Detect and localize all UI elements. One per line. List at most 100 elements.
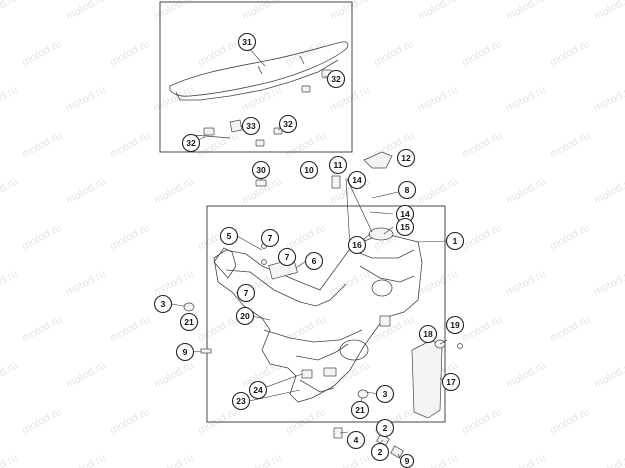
watermark-text: motod.ru [460,314,504,345]
watermark-text: motod.ru [108,222,152,253]
watermark-text: motod.ru [152,268,196,299]
watermark-text: motod.ru [64,268,108,299]
watermark-text: motod.ru [108,406,152,437]
svg-text:2: 2 [383,423,388,433]
watermark-text: motod.ru [152,452,196,468]
callout-31: 31 [237,32,257,52]
callout-10: 10 [299,160,319,180]
watermark-text: motod.ru [504,360,548,391]
watermark-text: motod.ru [328,0,372,23]
watermark-text: motod.ru [284,314,328,345]
callout-21-lower: 21 [350,400,370,420]
frame-drawing [213,235,423,403]
watermark-text: motod.ru [20,314,64,345]
callout-5: 5 [219,226,239,246]
watermark-text: motod.ru [328,452,372,468]
callout-32-left: 32 [181,133,201,153]
callout-1: 1 [445,231,465,251]
callout-4: 4 [346,430,366,450]
watermark-text: motod.ru [20,38,64,69]
watermark-text: motod.ru [108,38,152,69]
watermark-text: motod.ru [64,360,108,391]
watermark-text: motod.ru [196,38,240,69]
watermark-text: motod.ru [0,268,20,299]
frame-inset-box [206,205,446,423]
watermark-text: motod.ru [152,360,196,391]
callout-9-bottom: 9 [399,453,415,468]
callout-23: 23 [231,391,251,411]
svg-text:21: 21 [184,317,194,327]
svg-text:32: 32 [186,138,196,148]
svg-text:16: 16 [352,240,362,250]
callout-32-right: 32 [278,114,298,134]
watermark-text: motod.ru [416,0,460,23]
watermark-text: motod.ru [460,38,504,69]
watermark-text: motod.ru [64,0,108,23]
watermark-text: motod.ru [152,0,196,23]
svg-text:32: 32 [283,119,293,129]
watermark-text: motod.ru [416,268,460,299]
watermark-text: motod.ru [416,176,460,207]
watermark-text: motod.ru [108,130,152,161]
watermark-text: motod.ru [328,268,372,299]
watermark-text: motod.ru [20,130,64,161]
callout-21-left: 21 [179,312,199,332]
watermark-text: motod.ru [460,130,504,161]
watermark-text: motod.ru [284,130,328,161]
watermark-text: motod.ru [0,176,20,207]
callout-3-left: 3 [153,294,173,314]
watermark-text: motod.ru [64,84,108,115]
callout-2-bottom: 2 [370,442,390,462]
watermark-text: motod.ru [20,406,64,437]
watermark-text: motod.ru [548,38,592,69]
svg-text:14: 14 [400,209,410,219]
watermark-text: motod.ru [196,314,240,345]
callout-18: 18 [418,324,438,344]
watermark-text: motod.ru [152,84,196,115]
svg-text:20: 20 [240,311,250,321]
callout-30: 30 [251,160,271,180]
watermark-text: motod.ru [548,130,592,161]
seat-inset-frame [159,1,353,153]
svg-text:33: 33 [246,121,256,131]
watermark-text: motod.ru [548,406,592,437]
callout-2-right: 2 [375,418,395,438]
svg-text:14: 14 [352,175,362,185]
watermark-text: motod.ru [196,130,240,161]
svg-text:6: 6 [312,256,317,266]
watermark-text: motod.ru [504,84,548,115]
svg-text:3: 3 [161,299,166,309]
callout-19: 19 [445,315,465,335]
callout-16: 16 [347,235,367,255]
watermark-text: motod.ru [0,360,20,391]
watermark-text: motod.ru [0,452,20,468]
svg-text:12: 12 [401,153,411,163]
watermark-text: motod.ru [240,84,284,115]
watermark-text: motod.ru [240,452,284,468]
watermark-text: motod.ru [504,0,548,23]
leader-lines [170,45,448,459]
callout-15: 15 [395,217,415,237]
callout-9-left: 9 [175,342,195,362]
watermark-text: motod.ru [240,0,284,23]
callout-24: 24 [248,380,268,400]
watermark-text: motod.ru [372,38,416,69]
watermark-text: motod.ru [108,314,152,345]
callout-11: 11 [328,155,348,175]
svg-text:7: 7 [244,288,249,298]
watermark-text: motod.ru [592,360,625,391]
svg-text:5: 5 [227,231,232,241]
svg-text:7: 7 [285,252,290,262]
watermark-text: motod.ru [20,222,64,253]
watermark-text: motod.ru [592,268,625,299]
svg-text:15: 15 [400,222,410,232]
callout-7-top: 7 [260,228,280,248]
watermark-text: motod.ru [284,222,328,253]
callout-33: 33 [241,116,261,136]
watermark-text: motod.ru [460,222,504,253]
watermark-text: motod.ru [372,314,416,345]
svg-text:3: 3 [383,389,388,399]
watermark-text: motod.ru [64,452,108,468]
callout-20: 20 [235,306,255,326]
